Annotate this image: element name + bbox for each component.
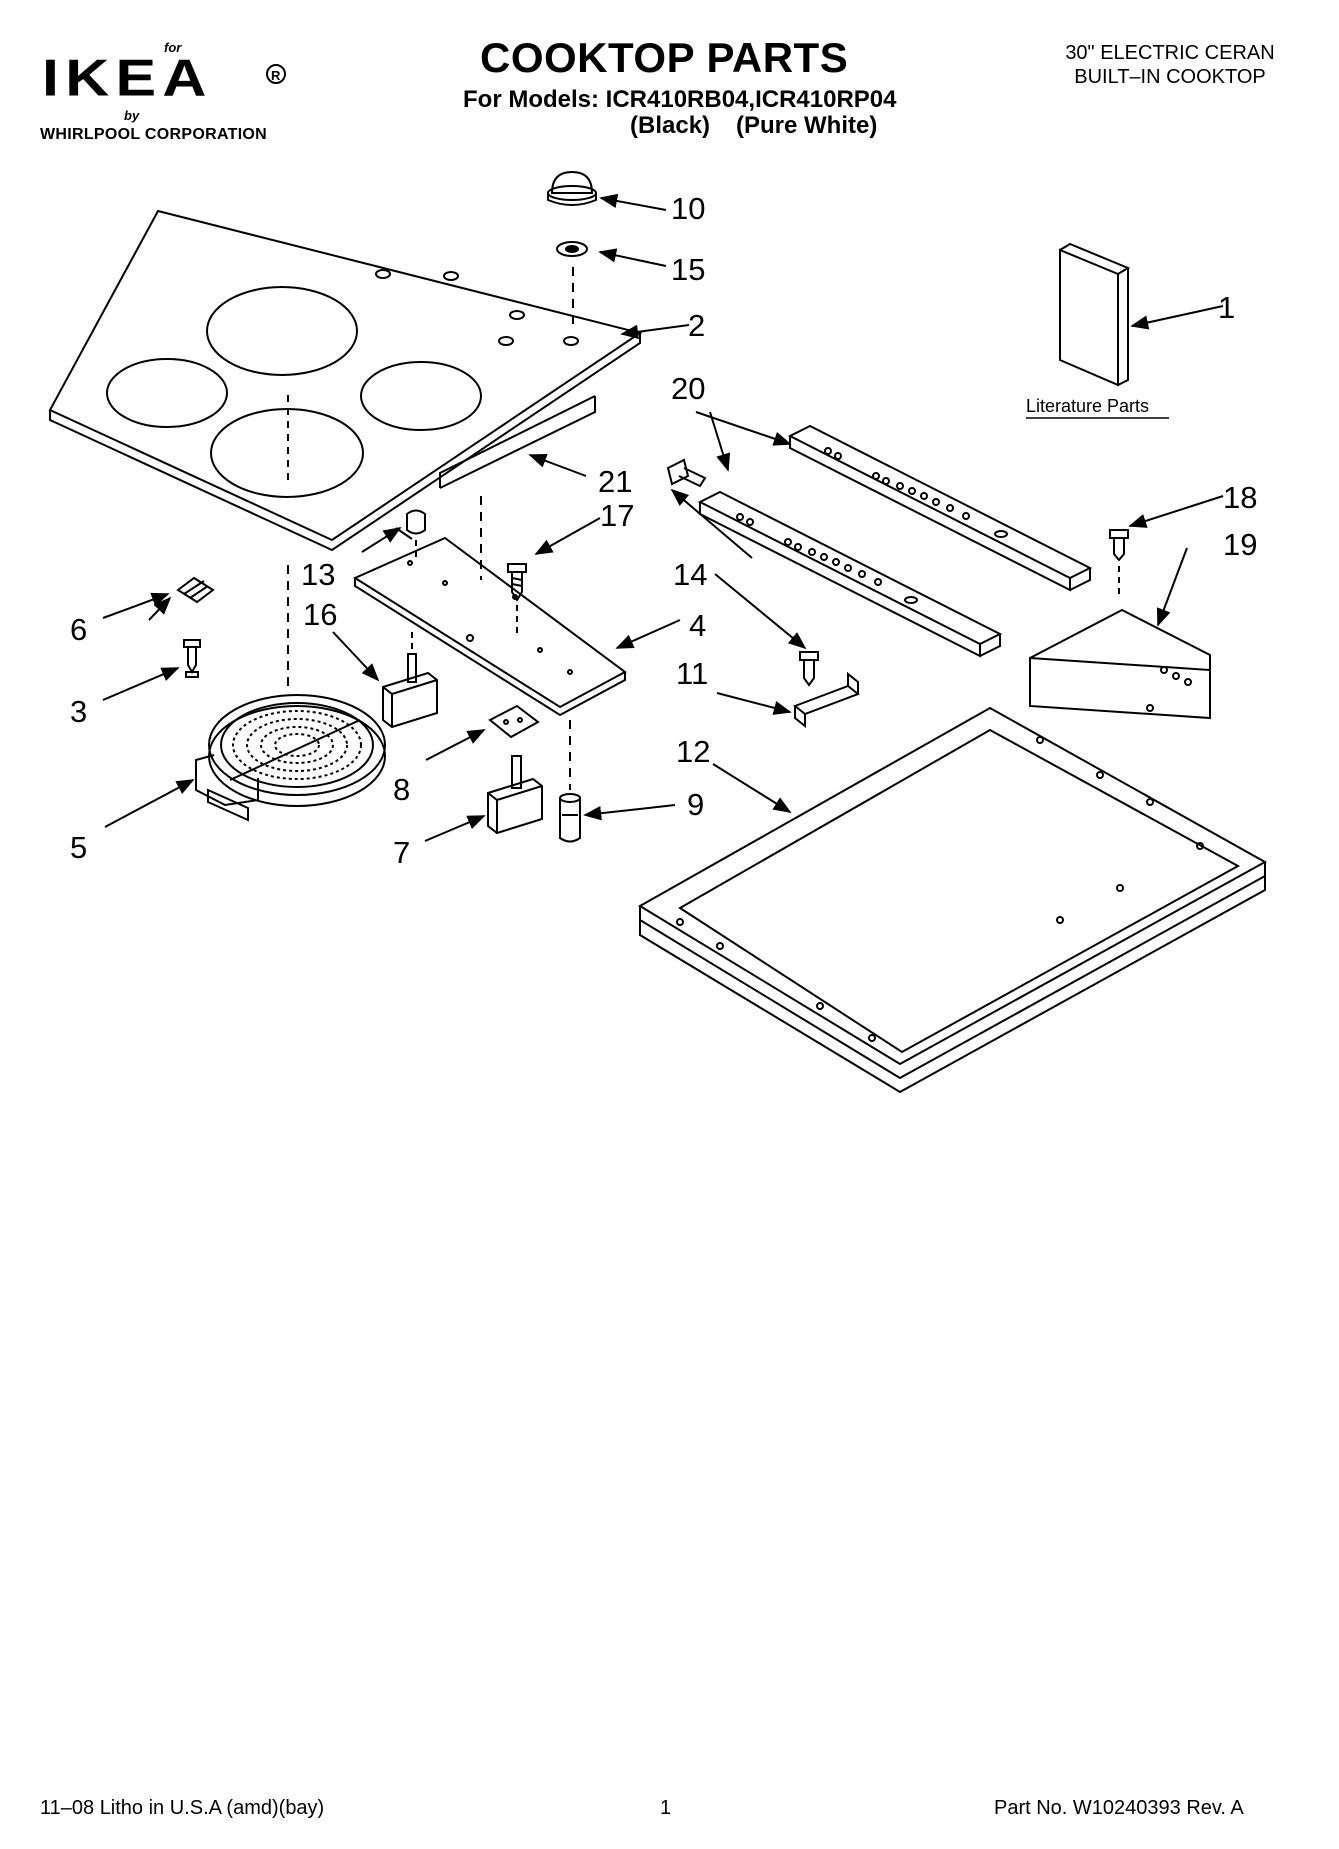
footer-part-number: Part No. W10240393 Rev. A (994, 1797, 1244, 1819)
side-rail-part-20-front (697, 490, 1003, 658)
spacer-part-9 (559, 793, 581, 843)
footer-page-number: 1 (660, 1797, 672, 1819)
label-part-13: 13 (301, 557, 335, 592)
bolt-part-11-screw (799, 651, 819, 687)
bolt-part-14 (666, 458, 707, 488)
switch-part-7 (487, 755, 543, 835)
label-part-7: 7 (393, 835, 410, 870)
label-part-11: 11 (676, 656, 708, 691)
cooktop-glass-part-2 (48, 209, 643, 552)
svg-text:R: R (271, 68, 281, 83)
page-title: COOKTOP PARTS (480, 34, 849, 81)
label-part-10: 10 (671, 191, 705, 226)
label-part-8: 8 (393, 772, 410, 807)
label-part-2: 2 (688, 308, 705, 343)
variant-black: (Black) (630, 112, 711, 139)
label-part-6: 6 (70, 612, 87, 647)
label-part-1: 1 (1218, 290, 1235, 325)
product-description-line1: 30" ELECTRIC CERAN (1065, 42, 1275, 64)
bracket-part-11 (793, 671, 860, 729)
knob-post-part-13 (406, 509, 426, 535)
bracket-part-19 (1029, 608, 1211, 720)
label-part-15: 15 (671, 252, 705, 287)
variant-white: (Pure White) (736, 112, 878, 139)
radiant-element-part-5 (195, 694, 386, 822)
label-literature-parts: Literature Parts (1026, 396, 1149, 416)
clip-part-6 (176, 576, 215, 604)
svg-text:IKEA: IKEA (42, 54, 213, 106)
label-part-14: 14 (673, 557, 707, 592)
label-part-12: 12 (676, 734, 710, 769)
label-part-5: 5 (70, 830, 87, 865)
footer-litho: 11–08 Litho in U.S.A (amd)(bay) (40, 1797, 325, 1819)
label-part-17: 17 (600, 498, 634, 533)
label-part-18: 18 (1223, 480, 1257, 515)
ikea-logo: IKEA R (42, 54, 286, 106)
leader-lines (102, 193, 1224, 842)
switch-part-16 (382, 653, 438, 729)
brand-corporation: WHIRLPOOL CORPORATION (40, 126, 268, 143)
screw-part-17 (507, 563, 527, 602)
base-pan-part-12 (638, 706, 1268, 1094)
literature-book-part-1 (1059, 242, 1131, 387)
label-part-19: 19 (1223, 527, 1257, 562)
knob-washer-part-15 (556, 241, 588, 257)
gasket-part-21 (439, 395, 596, 489)
screw-part-18 (1109, 529, 1129, 562)
control-bracket-part-4 (352, 536, 627, 717)
label-part-21: 21 (598, 464, 632, 499)
brand-by-text: by (124, 108, 140, 123)
label-part-16: 16 (303, 597, 337, 632)
brand-for-text: for (164, 40, 182, 55)
label-part-9: 9 (687, 787, 704, 822)
plate-part-8 (488, 704, 540, 739)
label-part-20: 20 (671, 371, 705, 406)
label-part-3: 3 (70, 694, 87, 729)
control-knob-part-10 (547, 170, 597, 206)
screw-part-3 (183, 639, 201, 678)
label-part-4: 4 (689, 608, 706, 643)
part-number-labels: 10 15 2 1 Literature Parts 20 21 17 13 1… (70, 191, 1257, 870)
product-description-line2: BUILT–IN COOKTOP (1074, 66, 1266, 88)
model-numbers: For Models: ICR410RB04,ICR410RP04 (463, 86, 897, 113)
